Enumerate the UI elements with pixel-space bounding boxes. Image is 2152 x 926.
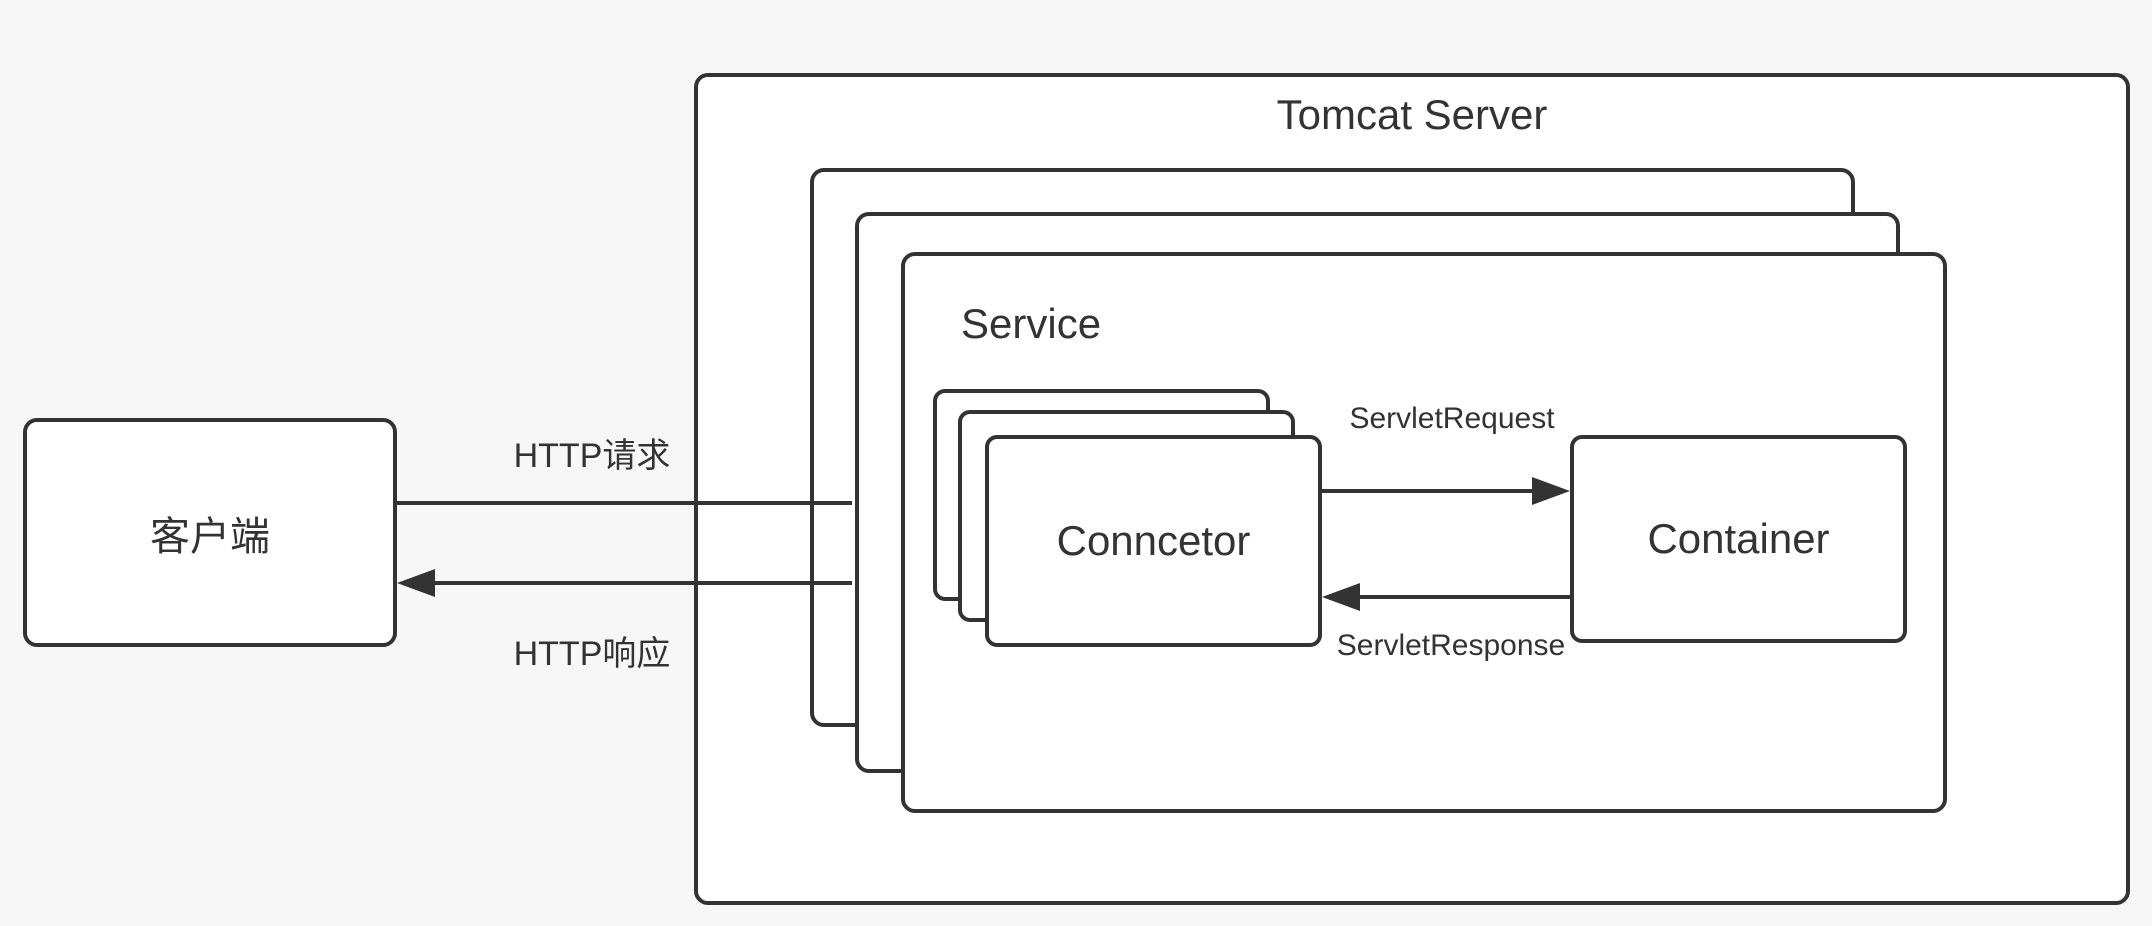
servlet-request-line — [1322, 489, 1536, 493]
http-request-label: HTTP请求 — [513, 437, 671, 475]
connector-box-front: Conncetor — [985, 435, 1322, 647]
container-box: Container — [1570, 435, 1907, 643]
connector-label: Conncetor — [1056, 517, 1251, 564]
http-response-line — [431, 581, 852, 585]
container-label: Container — [1647, 515, 1830, 562]
servlet-request-arrowhead-icon — [1532, 477, 1570, 505]
servlet-response-arrowhead-icon — [1322, 583, 1360, 611]
tomcat-server-title: Tomcat Server — [1276, 91, 1548, 138]
servlet-response-label: ServletResponse — [1336, 629, 1566, 662]
http-response-arrowhead-icon — [397, 569, 435, 597]
servlet-request-label: ServletRequest — [1349, 402, 1555, 435]
servlet-response-line — [1356, 595, 1570, 599]
client-box: 客户端 — [23, 418, 397, 647]
client-label: 客户端 — [150, 514, 270, 559]
http-request-line — [397, 501, 852, 505]
http-response-label: HTTP响应 — [513, 635, 671, 673]
service-title: Service — [961, 300, 1102, 347]
